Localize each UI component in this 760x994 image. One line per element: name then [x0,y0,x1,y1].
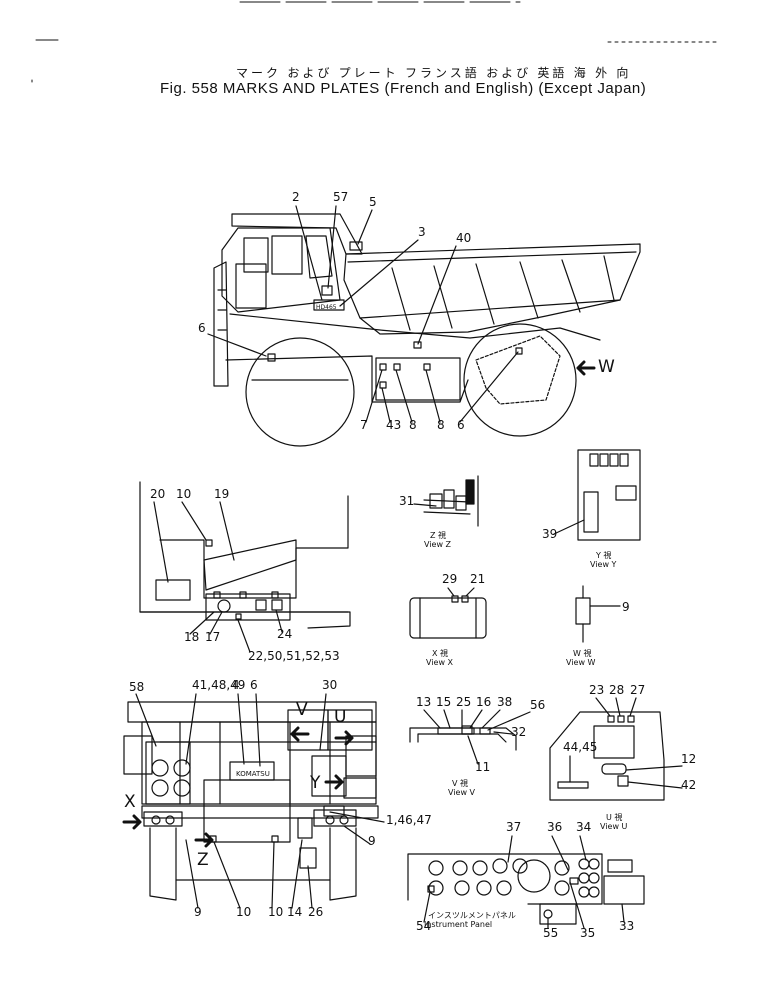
svg-text:KOMATSU: KOMATSU [236,770,270,778]
callout-c20: 20 [150,487,166,501]
callout-c15: 15 [436,695,452,709]
callout-c34: 34 [576,820,592,834]
view-letter-w: W [598,357,615,377]
callout-c4: 4 [232,678,240,692]
view-z-caption: View Z [424,540,452,549]
callout-c28: 28 [609,683,625,697]
callout-c16: 16 [476,695,492,709]
callout-c42: 42 [681,778,697,792]
figure-title-japanese: マーク および プレート フランス語 および 英語 海 外 向 [236,66,632,80]
view-x-detail [409,587,487,639]
figure-title-english: Fig. 558 MARKS AND PLATES (French and En… [160,80,647,97]
callout-c27: 27 [630,683,646,697]
callout-c24: 24 [277,627,293,641]
view-v-caption: View V [448,788,475,797]
callout-c2: 2 [292,190,300,204]
view-v-detail [409,709,531,765]
callout-c11: 11 [475,760,491,774]
instrument-panel-detail [407,835,645,929]
callout-c33: 33 [619,919,635,933]
instrument-panel-jp: インスツルメントパネル [428,911,516,920]
view-z-jp: Z 視 [430,531,447,540]
callout-c6a: 6 [198,321,206,335]
view-letter-y: Y [310,773,321,793]
view-u-jp: U 視 [606,813,623,822]
callout-c3: 3 [418,225,426,239]
callout-c43: 43 [386,418,402,432]
margin-marks [31,1,721,83]
callout-c17: 17 [205,630,221,644]
callout-c35: 35 [580,926,596,940]
callout-c57: 57 [333,190,349,204]
view-x-jp: X 視 [432,649,449,658]
callout-c8b: 8 [437,418,445,432]
view-y-detail [553,449,641,541]
view-z-detail [413,475,479,527]
callout-c38: 38 [497,695,513,709]
callout-c13: 13 [416,695,432,709]
callout-c10c: 10 [268,905,284,919]
svg-text:HD465: HD465 [316,304,337,311]
view-w-jp: W 視 [573,649,592,658]
callout-c14: 14 [287,905,303,919]
callout-c25: 25 [456,695,472,709]
callout-c6b: 6 [457,418,465,432]
callout-c30: 30 [322,678,338,692]
callout-c9c: 9 [194,905,202,919]
callout-c9b: 9 [368,834,376,848]
view-w-caption: View W [566,658,596,667]
callout-c7: 7 [360,418,368,432]
battery-box-detail [139,481,351,653]
view-w-detail [575,585,621,643]
view-y-jp: Y 視 [596,551,612,560]
callout-c8a: 8 [409,418,417,432]
view-u-caption: View U [600,822,628,831]
callout-c55: 55 [543,926,559,940]
callout-c54: 54 [416,919,432,933]
callout-c40: 40 [456,231,472,245]
callout-c18: 18 [184,630,200,644]
callout-c10a: 10 [176,487,192,501]
callout-c12: 12 [681,752,697,766]
callout-c58: 58 [129,680,145,694]
callout-c44: 44,45 [563,740,598,754]
callout-c6c: 6 [250,678,258,692]
view-x-caption: View X [426,658,454,667]
callout-c41: 41,48,49 [192,678,246,692]
callout-c10b: 10 [236,905,252,919]
callout-c39: 39 [542,527,558,541]
callout-c32: 32 [511,725,527,739]
callout-c36: 36 [547,820,563,834]
callout-c146: 1,46,47 [386,813,432,827]
callout-c19: 19 [214,487,230,501]
view-u-detail [549,697,683,801]
truck-side-view: HD465 [207,205,641,447]
view-v-jp: V 視 [452,779,469,788]
callout-c5: 5 [369,195,377,209]
callout-c26: 26 [308,905,324,919]
callout-c31: 31 [399,494,415,508]
callout-c29: 29 [442,572,458,586]
view-y-caption: View Y [590,560,617,569]
truck-rear-view: KOMATSU [122,693,385,909]
callout-c56: 56 [530,698,546,712]
callout-c21: 21 [470,572,486,586]
callout-c23: 23 [589,683,605,697]
view-letter-z: Z [197,850,209,870]
instrument-panel-caption: Instrument Panel [424,920,493,929]
callout-c9a: 9 [622,600,630,614]
callout-c22: 22,50,51,52,53 [248,649,340,663]
callout-c37: 37 [506,820,522,834]
view-letter-x: X [124,792,136,812]
